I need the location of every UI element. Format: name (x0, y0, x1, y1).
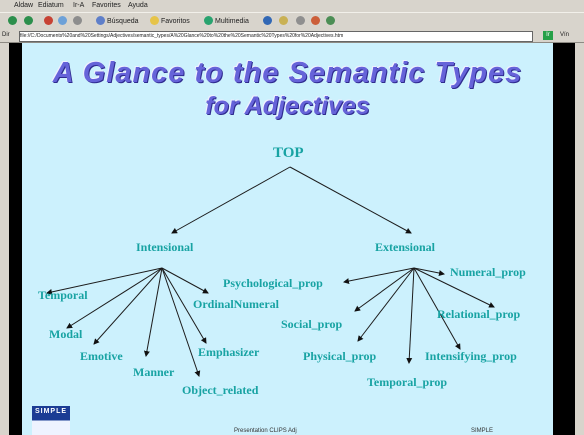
footer-left: Presentation CLIPS Adj (234, 428, 297, 434)
node-physical-prop: Physical_prop (303, 349, 377, 363)
stop-icon (44, 16, 53, 25)
mail-button[interactable] (279, 16, 290, 27)
node-intensifying-prop: Intensifying_prop (425, 349, 517, 363)
menu-item-2[interactable]: Ediatum (38, 2, 64, 9)
address-label: Dir (2, 32, 10, 38)
history-button[interactable] (263, 16, 274, 27)
media-icon (204, 16, 213, 25)
node-temporal: Temporal (38, 288, 88, 302)
node-object-related: Object_related (182, 383, 259, 397)
node-top: TOP (273, 145, 304, 161)
links-button[interactable]: Vín (560, 32, 570, 38)
print-icon (296, 16, 305, 25)
edge-intensional-modal (66, 267, 163, 329)
edge-intensional-temporal (46, 267, 163, 295)
edge-intensional-ordinal-numeral (161, 267, 209, 294)
discuss-icon (326, 16, 335, 25)
mail-icon (279, 16, 288, 25)
edge-extensional-relational (413, 267, 495, 308)
refresh-button[interactable] (58, 16, 69, 27)
edge-intensional-emphasizer (161, 267, 207, 344)
edge-intensional-emotive (93, 267, 163, 345)
node-social-prop: Social_prop (281, 317, 343, 331)
edge-extensional-intensifying (413, 267, 461, 350)
search-label: Búsqueda (107, 18, 139, 25)
search-icon (96, 16, 105, 25)
forward-button[interactable] (24, 16, 35, 27)
refresh-icon (58, 16, 67, 25)
edge-intensional-manner (143, 267, 163, 357)
edge-intensional-object-related (161, 267, 201, 377)
edge-extensional-psychological (343, 267, 415, 284)
stop-button[interactable] (44, 16, 55, 27)
favorites-icon (150, 16, 159, 25)
home-button[interactable] (73, 16, 84, 27)
favorites-label: Favoritos (161, 18, 190, 25)
menu-item-1[interactable]: Aldaw (14, 2, 34, 9)
search-button[interactable]: Búsqueda (96, 16, 139, 27)
discuss-button[interactable] (326, 16, 337, 27)
simple-logo: SIMPLE (32, 406, 70, 435)
edge-top-intensional (171, 166, 291, 234)
slide-title-line-1: A Glance to the Semantic Types (52, 57, 523, 89)
node-modal: Modal (49, 327, 83, 341)
node-manner: Manner (133, 365, 175, 379)
edge-extensional-temporal-prop (406, 267, 415, 364)
history-icon (263, 16, 272, 25)
node-emotive: Emotive (80, 349, 123, 363)
edge-extensional-physical (357, 267, 415, 342)
media-label: Multimedia (215, 18, 249, 25)
forward-arrow-icon (24, 16, 33, 25)
footer-right: SIMPLE (471, 428, 494, 434)
menu-item-5[interactable]: Ayuda (128, 2, 148, 9)
semantic-types-slide: A Glance to the Semantic Types for Adjec… (22, 43, 553, 435)
edge-extensional-numeral (413, 267, 445, 276)
node-psychological-prop: Psychological_prop (223, 276, 323, 290)
back-button[interactable] (8, 16, 19, 27)
address-bar: Dir file://C:/Documents%20and%20Settings… (0, 30, 584, 43)
edit-button[interactable] (311, 16, 322, 27)
node-ordinal-numeral: OrdinalNumeral (193, 297, 279, 311)
edge-top-extensional (289, 166, 412, 234)
favorites-button[interactable]: Favoritos (150, 16, 190, 27)
node-temporal-prop: Temporal_prop (367, 375, 448, 389)
menu-item-3[interactable]: Ir-A (73, 2, 85, 9)
address-field[interactable]: file://C:/Documents%20and%20Settings/Adj… (19, 31, 533, 42)
toolbar: Búsqueda Favoritos Multimedia (0, 12, 584, 31)
edge-extensional-social (354, 267, 415, 312)
edit-icon (311, 16, 320, 25)
menu-item-4[interactable]: Favorites (92, 2, 121, 9)
back-arrow-icon (8, 16, 17, 25)
menu-bar: Aldaw Ediatum Ir-A Favorites Ayuda (0, 0, 584, 12)
go-button[interactable]: Ir (543, 31, 553, 40)
node-extensional: Extensional (375, 240, 436, 254)
media-button[interactable]: Multimedia (204, 16, 249, 27)
node-numeral-prop: Numeral_prop (450, 265, 526, 279)
node-relational-prop: Relational_prop (437, 307, 521, 321)
slide-title-line-2: for Adjectives (205, 92, 370, 120)
home-icon (73, 16, 82, 25)
tree-diagram (46, 166, 495, 377)
node-emphasizer: Emphasizer (198, 345, 260, 359)
node-intensional: Intensional (136, 240, 194, 254)
print-button[interactable] (296, 16, 307, 27)
